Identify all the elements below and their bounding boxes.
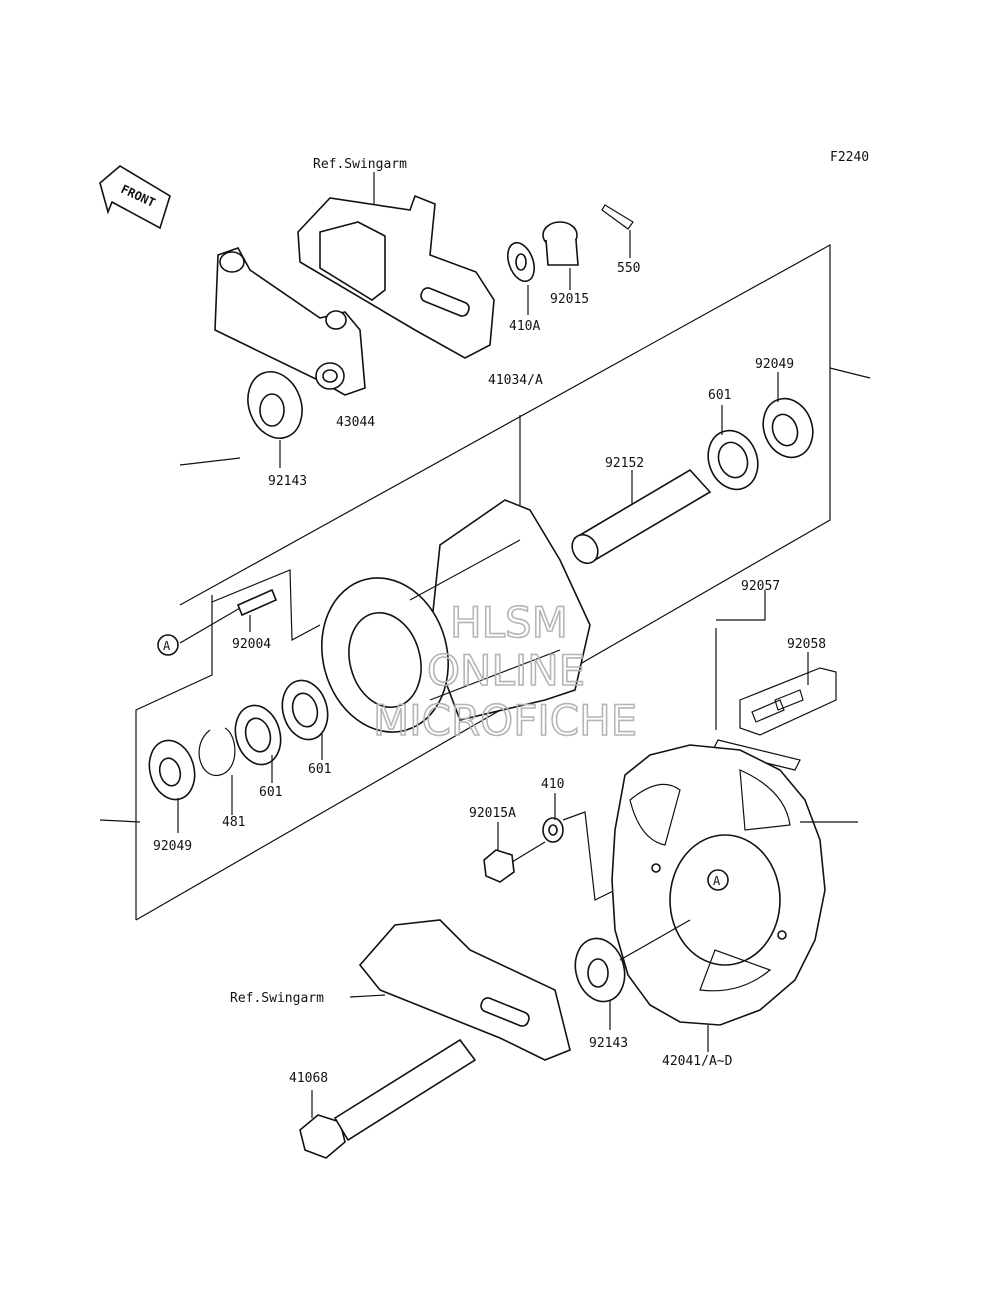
bearing-601-top — [707, 405, 759, 491]
ref-marker-a-left: A — [157, 634, 179, 656]
swingarm-lower-ref — [349, 919, 571, 1061]
washer-410A — [507, 241, 535, 315]
watermark: HLSM ONLINE MICROFICHE — [372, 597, 638, 746]
part-number-92015[interactable]: 92015 — [550, 292, 589, 307]
part-number-92015A[interactable]: 92015A — [469, 806, 516, 821]
part-number-43044[interactable]: 43044 — [336, 415, 375, 430]
collar-92143-low — [574, 919, 691, 1030]
part-number-92058[interactable]: 92058 — [787, 637, 826, 652]
chain-adjuster-part — [214, 247, 366, 396]
svg-text:A: A — [163, 639, 171, 653]
swingarm-upper-ref — [297, 172, 495, 359]
part-number-92143-low[interactable]: 92143 — [589, 1036, 628, 1051]
front-arrow-icon: FRONT — [99, 165, 171, 230]
ref-marker-a-right: A — [707, 869, 729, 891]
part-number-92152[interactable]: 92152 — [605, 456, 644, 471]
part-number-601-top[interactable]: 601 — [708, 388, 731, 403]
part-number-601-low[interactable]: 601 — [259, 785, 282, 800]
svg-text:MICROFICHE: MICROFICHE — [373, 696, 637, 745]
cotter-pin-550 — [601, 204, 634, 258]
part-number-550[interactable]: 550 — [617, 261, 640, 276]
hub-assembly-frame — [99, 243, 871, 921]
nut-92015 — [542, 221, 579, 290]
wheel-hub — [321, 415, 591, 733]
circlip-481 — [198, 727, 236, 815]
part-number-601-mid[interactable]: 601 — [308, 762, 331, 777]
bearing-601-low — [234, 704, 282, 783]
axle-sleeve-92152 — [571, 468, 712, 565]
drive-chain — [712, 590, 801, 771]
seal-92049-low — [148, 739, 196, 833]
joint-link-92058 — [739, 652, 837, 736]
part-number-41068[interactable]: 41068 — [289, 1071, 328, 1086]
part-number-92004[interactable]: 92004 — [232, 637, 271, 652]
part-number-92049-top[interactable]: 92049 — [755, 357, 794, 372]
part-number-92057[interactable]: 92057 — [741, 579, 780, 594]
bearing-601-mid — [281, 679, 329, 760]
axle-bolt-41068 — [299, 1038, 477, 1159]
part-number-41034[interactable]: 41034/A — [488, 373, 543, 388]
stud-92004 — [179, 569, 321, 644]
nut-92015A — [483, 822, 546, 883]
rear-sprocket — [611, 744, 858, 1052]
svg-text:A: A — [713, 874, 721, 888]
svg-text:ONLINE: ONLINE — [427, 646, 585, 695]
part-number-410[interactable]: 410 — [541, 777, 564, 792]
part-number-92143-top[interactable]: 92143 — [268, 474, 307, 489]
part-number-42041[interactable]: 42041/A~D — [662, 1054, 733, 1069]
part-number-410A[interactable]: 410A — [509, 319, 540, 334]
figure-code: F2240 — [830, 150, 869, 165]
part-number-92049-low[interactable]: 92049 — [153, 839, 192, 854]
ref-swingarm-top-label: Ref.Swingarm — [313, 157, 407, 172]
washer-410 — [542, 793, 564, 843]
collar-92143-top — [247, 371, 303, 468]
part-number-481[interactable]: 481 — [222, 815, 245, 830]
ref-swingarm-bottom-label: Ref.Swingarm — [230, 991, 324, 1006]
svg-text:HLSM: HLSM — [450, 598, 568, 647]
seal-92049-top — [762, 372, 814, 459]
